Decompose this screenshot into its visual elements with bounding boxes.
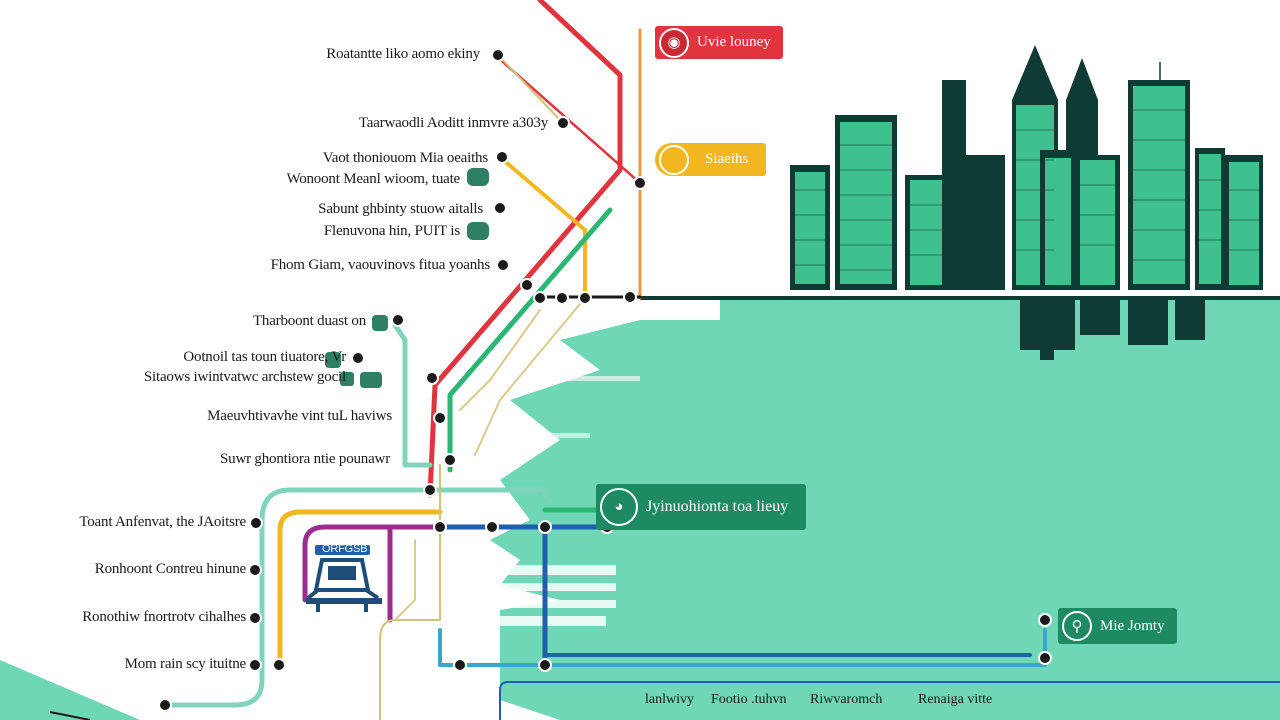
- ferry-hub-icon: [306, 545, 382, 612]
- callout-pill: ◉ Uvie louney: [655, 26, 783, 59]
- station-label: Ootnoil tas toun tiuatore, Vr: [183, 349, 346, 365]
- station-label: Tharboont duast on: [252, 313, 366, 329]
- globe-icon: ◕: [600, 488, 638, 526]
- station-label: Sitaows iwintvatwc archstew gocil: [143, 369, 346, 385]
- connector-line-3: [394, 539, 416, 621]
- bottom-station-label: Renaiga vitte: [918, 692, 993, 707]
- station-label: Maeuvhtivavhe vint tuL haviws: [207, 408, 392, 424]
- station-label: Sabunt ghbinty stuow aitalls: [318, 201, 483, 217]
- connector-line-2: [459, 297, 586, 456]
- bottom-station-label: Footio .tuhvn: [711, 692, 787, 707]
- cyan-line: [438, 628, 1047, 667]
- hub-label: ORFGSB: [322, 543, 368, 555]
- station-label: Ronothiw fnortrotv cihalhes: [82, 609, 246, 625]
- green-line: [447, 207, 613, 473]
- station-label: Fhom Giam, vaouvinovs fitua yoanhs: [270, 257, 491, 273]
- callout-pill: ◕ Jyinuohionta toa lieuy: [596, 484, 807, 530]
- land-edge: [49, 711, 91, 720]
- station-label: Taarwaodli Aoditt inmvre a303y: [358, 115, 548, 131]
- purple-line: [302, 524, 443, 623]
- target-icon: ◉: [659, 27, 689, 58]
- callout-text: Jyinuohionta toa lieuy: [646, 498, 789, 515]
- pin-icon: ⚲: [1062, 611, 1092, 641]
- orange-branch-top: [497, 54, 561, 121]
- callout-text: Siaeihs: [705, 151, 749, 167]
- station-label: Ronhoont Contreu hinune: [94, 561, 246, 577]
- station-label: Wonoont Meanl wioom, tuate: [286, 171, 460, 187]
- transfer-markers: [325, 168, 489, 388]
- station-label: Vaot thoniouom Mia oeaiths: [322, 150, 488, 166]
- station-label: Mom rain scy ituitne: [124, 656, 247, 672]
- city-skyline: [640, 45, 1280, 300]
- skyline-reflection: [1020, 300, 1205, 360]
- station-label: Flenuvona hin, PUIT is: [323, 223, 460, 239]
- callout-text: Uvie louney: [697, 34, 771, 50]
- station-label: Toant Anfenvat, the JAoitsre: [79, 514, 246, 530]
- station-label: Suwr ghontiora ntie pounawr: [220, 451, 390, 467]
- yellow-line: [498, 155, 587, 300]
- bottom-station-label: lanlwivy: [645, 692, 694, 707]
- yellow-line-2: [277, 509, 443, 668]
- bottom-frame: [499, 681, 1280, 720]
- bottom-station-label: Riwvaromch: [810, 692, 883, 707]
- callout-pill: ⚲ Mie Jomty: [1058, 608, 1177, 644]
- teal-line: [392, 322, 433, 468]
- red-line: [427, 0, 623, 498]
- callout-text: Mie Jomty: [1100, 617, 1165, 634]
- land-corner: [0, 660, 140, 720]
- callout-pill: Siaeihs: [655, 143, 767, 176]
- dot-icon: [659, 144, 689, 175]
- station-label: Roatantte liko aomo ekiny: [326, 46, 480, 62]
